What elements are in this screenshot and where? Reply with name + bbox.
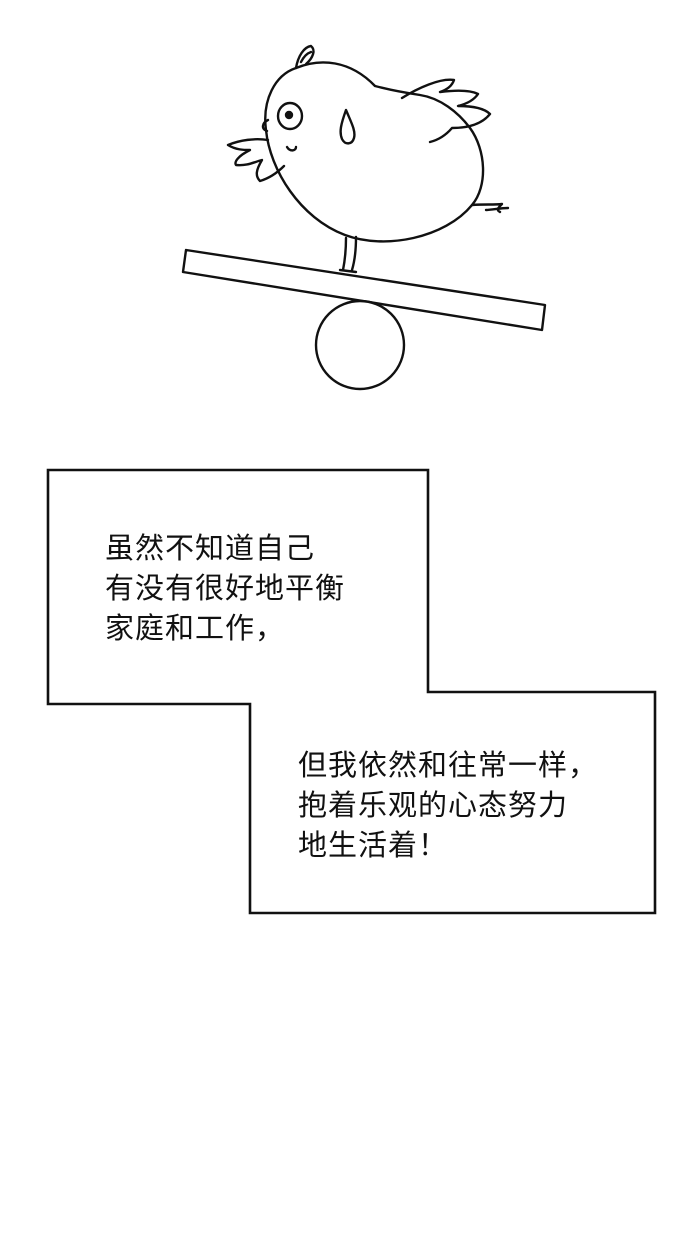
caption-panel-frame [46, 468, 657, 915]
caption-top-line-1: 虽然不知道自己 [105, 531, 316, 565]
caption-box-outline [46, 468, 657, 915]
caption-top-line-3: 家庭和工作， [105, 611, 286, 645]
caption-top: 虽然不知道自己 有没有很好地平衡 家庭和工作， [105, 528, 345, 648]
caption-bottom-line-1: 但我依然和往常一样， [298, 748, 599, 782]
caption-bottom-line-2: 抱着乐观的心态努力 [298, 788, 569, 822]
ball-fulcrum-icon [314, 299, 406, 391]
chick-balancing-icon [226, 44, 510, 274]
caption-bottom-line-3: 地生活着！ [298, 828, 449, 862]
seesaw-plank-icon [181, 248, 547, 332]
balancing-chick-illustration [181, 44, 547, 391]
caption-top-line-2: 有没有很好地平衡 [105, 571, 346, 605]
caption-bottom: 但我依然和往常一样， 抱着乐观的心态努力 地生活着！ [298, 745, 598, 865]
